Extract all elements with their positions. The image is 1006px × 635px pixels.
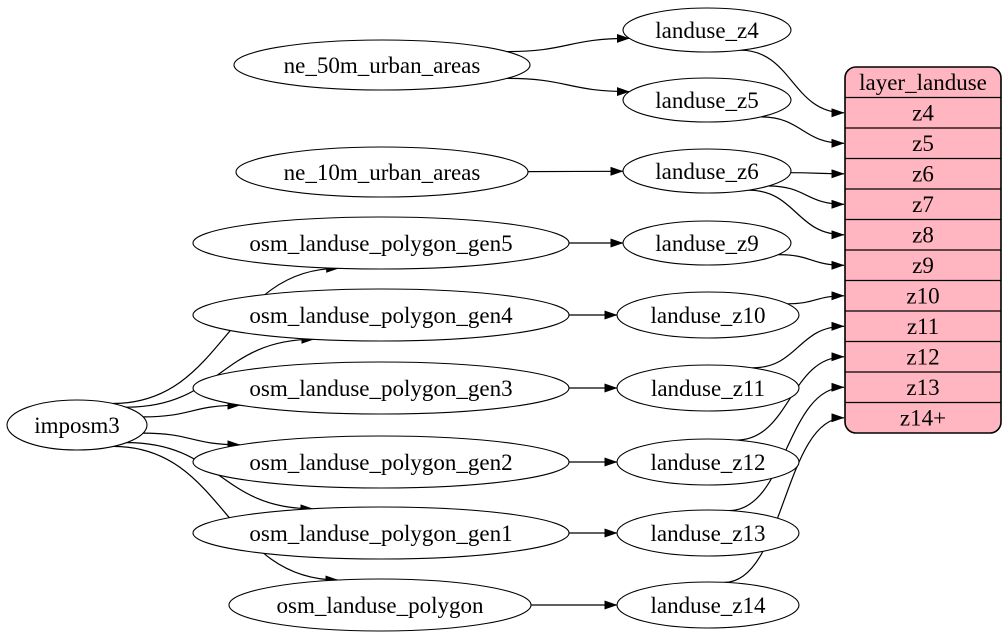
node-osm_landuse_polygon_gen3: osm_landuse_polygon_gen3 — [192, 361, 570, 415]
node-landuse_z4: landuse_z4 — [622, 7, 792, 53]
edge-ne_50m_urban_areas-landuse_z5 — [506, 77, 630, 97]
node-ellipse-landuse_z6 — [622, 148, 792, 194]
node-ellipse-landuse_z9 — [622, 220, 792, 266]
table-row-z9: z9 — [912, 253, 934, 278]
edge-landuse_z11-layer_landuse-z11 — [752, 321, 845, 369]
node-ellipse-osm_landuse_polygon_gen5 — [192, 216, 570, 270]
node-landuse_z5: landuse_z5 — [622, 77, 792, 123]
table-header: layer_landuse — [859, 70, 987, 95]
table-row-z12: z12 — [906, 345, 939, 370]
node-ellipse-ne_50m_urban_areas — [233, 39, 531, 91]
node-landuse_z13: landuse_z13 — [616, 509, 800, 557]
node-landuse_z14: landuse_z14 — [616, 581, 800, 629]
node-ellipse-ne_10m_urban_areas — [235, 146, 529, 198]
edge-landuse_z5-layer_landuse-z5 — [760, 116, 845, 148]
node-label-landuse_z6: landuse_z6 — [655, 159, 758, 184]
table-row-z11: z11 — [907, 314, 939, 339]
node-osm_landuse_polygon_gen1: osm_landuse_polygon_gen1 — [192, 506, 570, 560]
node-label-landuse_z11: landuse_z11 — [651, 376, 765, 401]
node-label-osm_landuse_polygon: osm_landuse_polygon — [277, 593, 484, 618]
node-landuse_z10: landuse_z10 — [616, 291, 800, 339]
node-ellipse-landuse_z12 — [616, 438, 800, 486]
node-ellipse-landuse_z11 — [616, 364, 800, 412]
node-ellipse-landuse_z4 — [622, 7, 792, 53]
node-osm_landuse_polygon: osm_landuse_polygon — [228, 578, 532, 632]
edge-imposm3-osm_landuse_polygon_gen4 — [126, 334, 315, 408]
edge-landuse_z10-layer_landuse-z10 — [787, 291, 845, 305]
edge-landuse_z14-layer_landuse-z14+ — [724, 413, 845, 583]
node-label-landuse_z12: landuse_z12 — [651, 450, 766, 475]
node-label-landuse_z9: landuse_z9 — [655, 231, 758, 256]
node-label-ne_10m_urban_areas: ne_10m_urban_areas — [284, 160, 481, 185]
node-ellipse-osm_landuse_polygon_gen4 — [192, 288, 570, 342]
node-label-osm_landuse_polygon_gen1: osm_landuse_polygon_gen1 — [249, 521, 512, 546]
node-ellipse-landuse_z10 — [616, 291, 800, 339]
node-osm_landuse_polygon_gen5: osm_landuse_polygon_gen5 — [192, 216, 570, 270]
node-landuse_z6: landuse_z6 — [622, 148, 792, 194]
node-label-landuse_z13: landuse_z13 — [651, 521, 766, 546]
table-row-z8: z8 — [912, 223, 934, 248]
node-ellipse-osm_landuse_polygon — [228, 578, 532, 632]
edge-landuse_z6-layer_landuse-z6 — [790, 169, 845, 179]
edge-imposm3-osm_landuse_polygon_gen5 — [112, 263, 340, 405]
table-layer_landuse: layer_landuse z4 z5 z6 z7 z8 z9 z10 z11 z12 z13 z14… — [844, 66, 1002, 434]
node-label-osm_landuse_polygon_gen4: osm_landuse_polygon_gen4 — [249, 303, 513, 328]
edge-ne_50m_urban_areas-landuse_z4 — [506, 33, 630, 53]
edge-layer — [112, 33, 845, 610]
edge-landuse_z6-layer_landuse-z8 — [748, 189, 845, 240]
node-ellipse-landuse_z5 — [622, 77, 792, 123]
node-landuse_z9: landuse_z9 — [622, 220, 792, 266]
table-row-z4: z4 — [912, 101, 934, 126]
table-row-z5: z5 — [912, 131, 934, 156]
node-ellipse-imposm3 — [6, 399, 148, 451]
node-label-osm_landuse_polygon_gen2: osm_landuse_polygon_gen2 — [249, 450, 512, 475]
node-label-osm_landuse_polygon_gen3: osm_landuse_polygon_gen3 — [249, 376, 512, 401]
edge-landuse_z4-layer_landuse-z4 — [740, 49, 845, 118]
edge-landuse_z9-layer_landuse-z9 — [778, 254, 845, 270]
node-ellipse-osm_landuse_polygon_gen1 — [192, 506, 570, 560]
node-label-landuse_z10: landuse_z10 — [651, 303, 766, 328]
node-label-osm_landuse_polygon_gen5: osm_landuse_polygon_gen5 — [249, 231, 512, 256]
node-imposm3: imposm3 — [6, 399, 148, 451]
node-landuse_z11: landuse_z11 — [616, 364, 800, 412]
edge-imposm3-osm_landuse_polygon_gen2 — [143, 432, 241, 450]
node-label-landuse_z5: landuse_z5 — [655, 88, 758, 113]
node-label-landuse_z14: landuse_z14 — [651, 593, 766, 618]
node-label-ne_50m_urban_areas: ne_50m_urban_areas — [284, 53, 481, 78]
node-ellipse-osm_landuse_polygon_gen3 — [192, 361, 570, 415]
node-label-landuse_z4: landuse_z4 — [655, 18, 759, 43]
node-layer: imposm3 ne_50m_urban_areas ne_10m_urban_ar… — [6, 7, 1002, 632]
node-ne_10m_urban_areas: ne_10m_urban_areas — [235, 146, 529, 198]
node-label-imposm3: imposm3 — [34, 413, 120, 438]
node-osm_landuse_polygon_gen2: osm_landuse_polygon_gen2 — [192, 435, 570, 489]
node-ellipse-landuse_z14 — [616, 581, 800, 629]
node-ne_50m_urban_areas: ne_50m_urban_areas — [233, 39, 531, 91]
table-row-z6: z6 — [912, 162, 934, 187]
node-landuse_z12: landuse_z12 — [616, 438, 800, 486]
table-row-z13: z13 — [906, 375, 939, 400]
table-row-z10: z10 — [906, 284, 939, 309]
node-ellipse-landuse_z13 — [616, 509, 800, 557]
edge-imposm3-osm_landuse_polygon_gen3 — [143, 400, 241, 418]
node-ellipse-osm_landuse_polygon_gen2 — [192, 435, 570, 489]
edge-landuse_z13-layer_landuse-z13 — [728, 382, 845, 512]
table-row-z14+: z14+ — [900, 406, 946, 431]
edge-imposm3-osm_landuse_polygon — [113, 445, 339, 585]
edge-landuse_z6-layer_landuse-z7 — [768, 185, 845, 209]
table-row-z7: z7 — [912, 192, 934, 217]
node-osm_landuse_polygon_gen4: osm_landuse_polygon_gen4 — [192, 288, 570, 342]
